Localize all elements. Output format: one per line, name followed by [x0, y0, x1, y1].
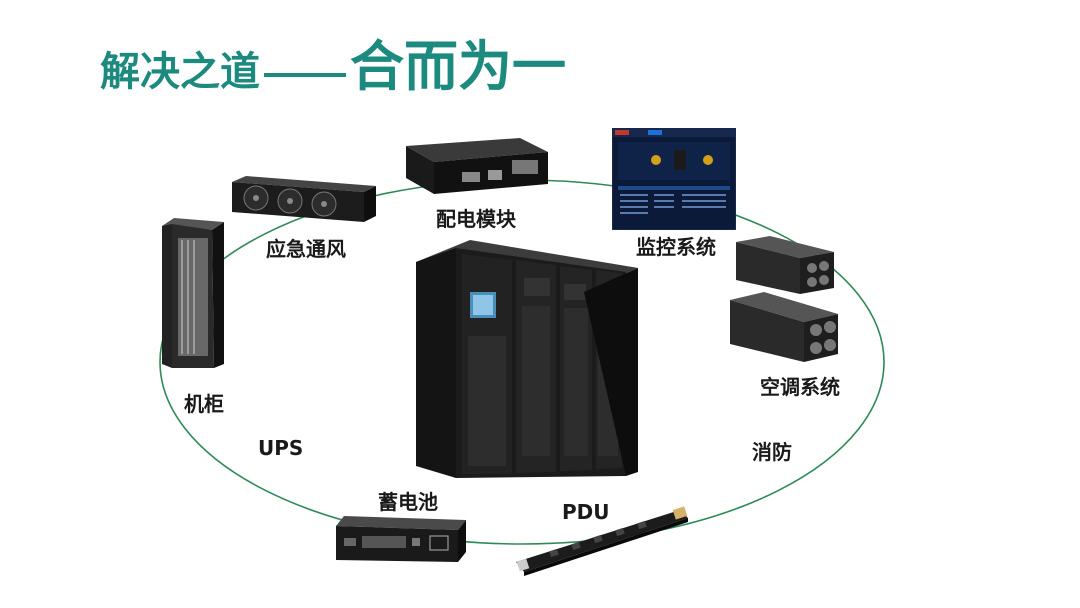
- title-part-1: 解决之道: [100, 49, 260, 95]
- air-conditioning-image: [730, 236, 838, 362]
- label-battery: 蓄电池: [378, 490, 438, 514]
- monitoring-screen-image: [612, 128, 736, 230]
- ventilation-fan-image: [232, 176, 376, 222]
- page-title: 解决之道 合而为一: [100, 22, 566, 101]
- label-monitoring-system: 监控系统: [636, 235, 716, 259]
- pdu-image: [516, 506, 688, 576]
- label-ups: UPS: [258, 436, 304, 460]
- label-emergency-ventilation: 应急通风: [266, 237, 346, 261]
- title-part-2: 合而为一: [350, 35, 566, 98]
- label-power-module: 配电模块: [436, 207, 516, 231]
- label-fire-protection: 消防: [752, 440, 792, 464]
- power-module-image: [406, 138, 548, 194]
- title-dash: [264, 72, 346, 77]
- label-pdu: PDU: [562, 500, 610, 524]
- rack-cabinet-image: [162, 218, 224, 368]
- label-rack: 机柜: [184, 392, 224, 416]
- battery-image: [336, 516, 466, 562]
- label-air-conditioning: 空调系统: [760, 375, 840, 399]
- modular-datacenter-image: [416, 240, 638, 478]
